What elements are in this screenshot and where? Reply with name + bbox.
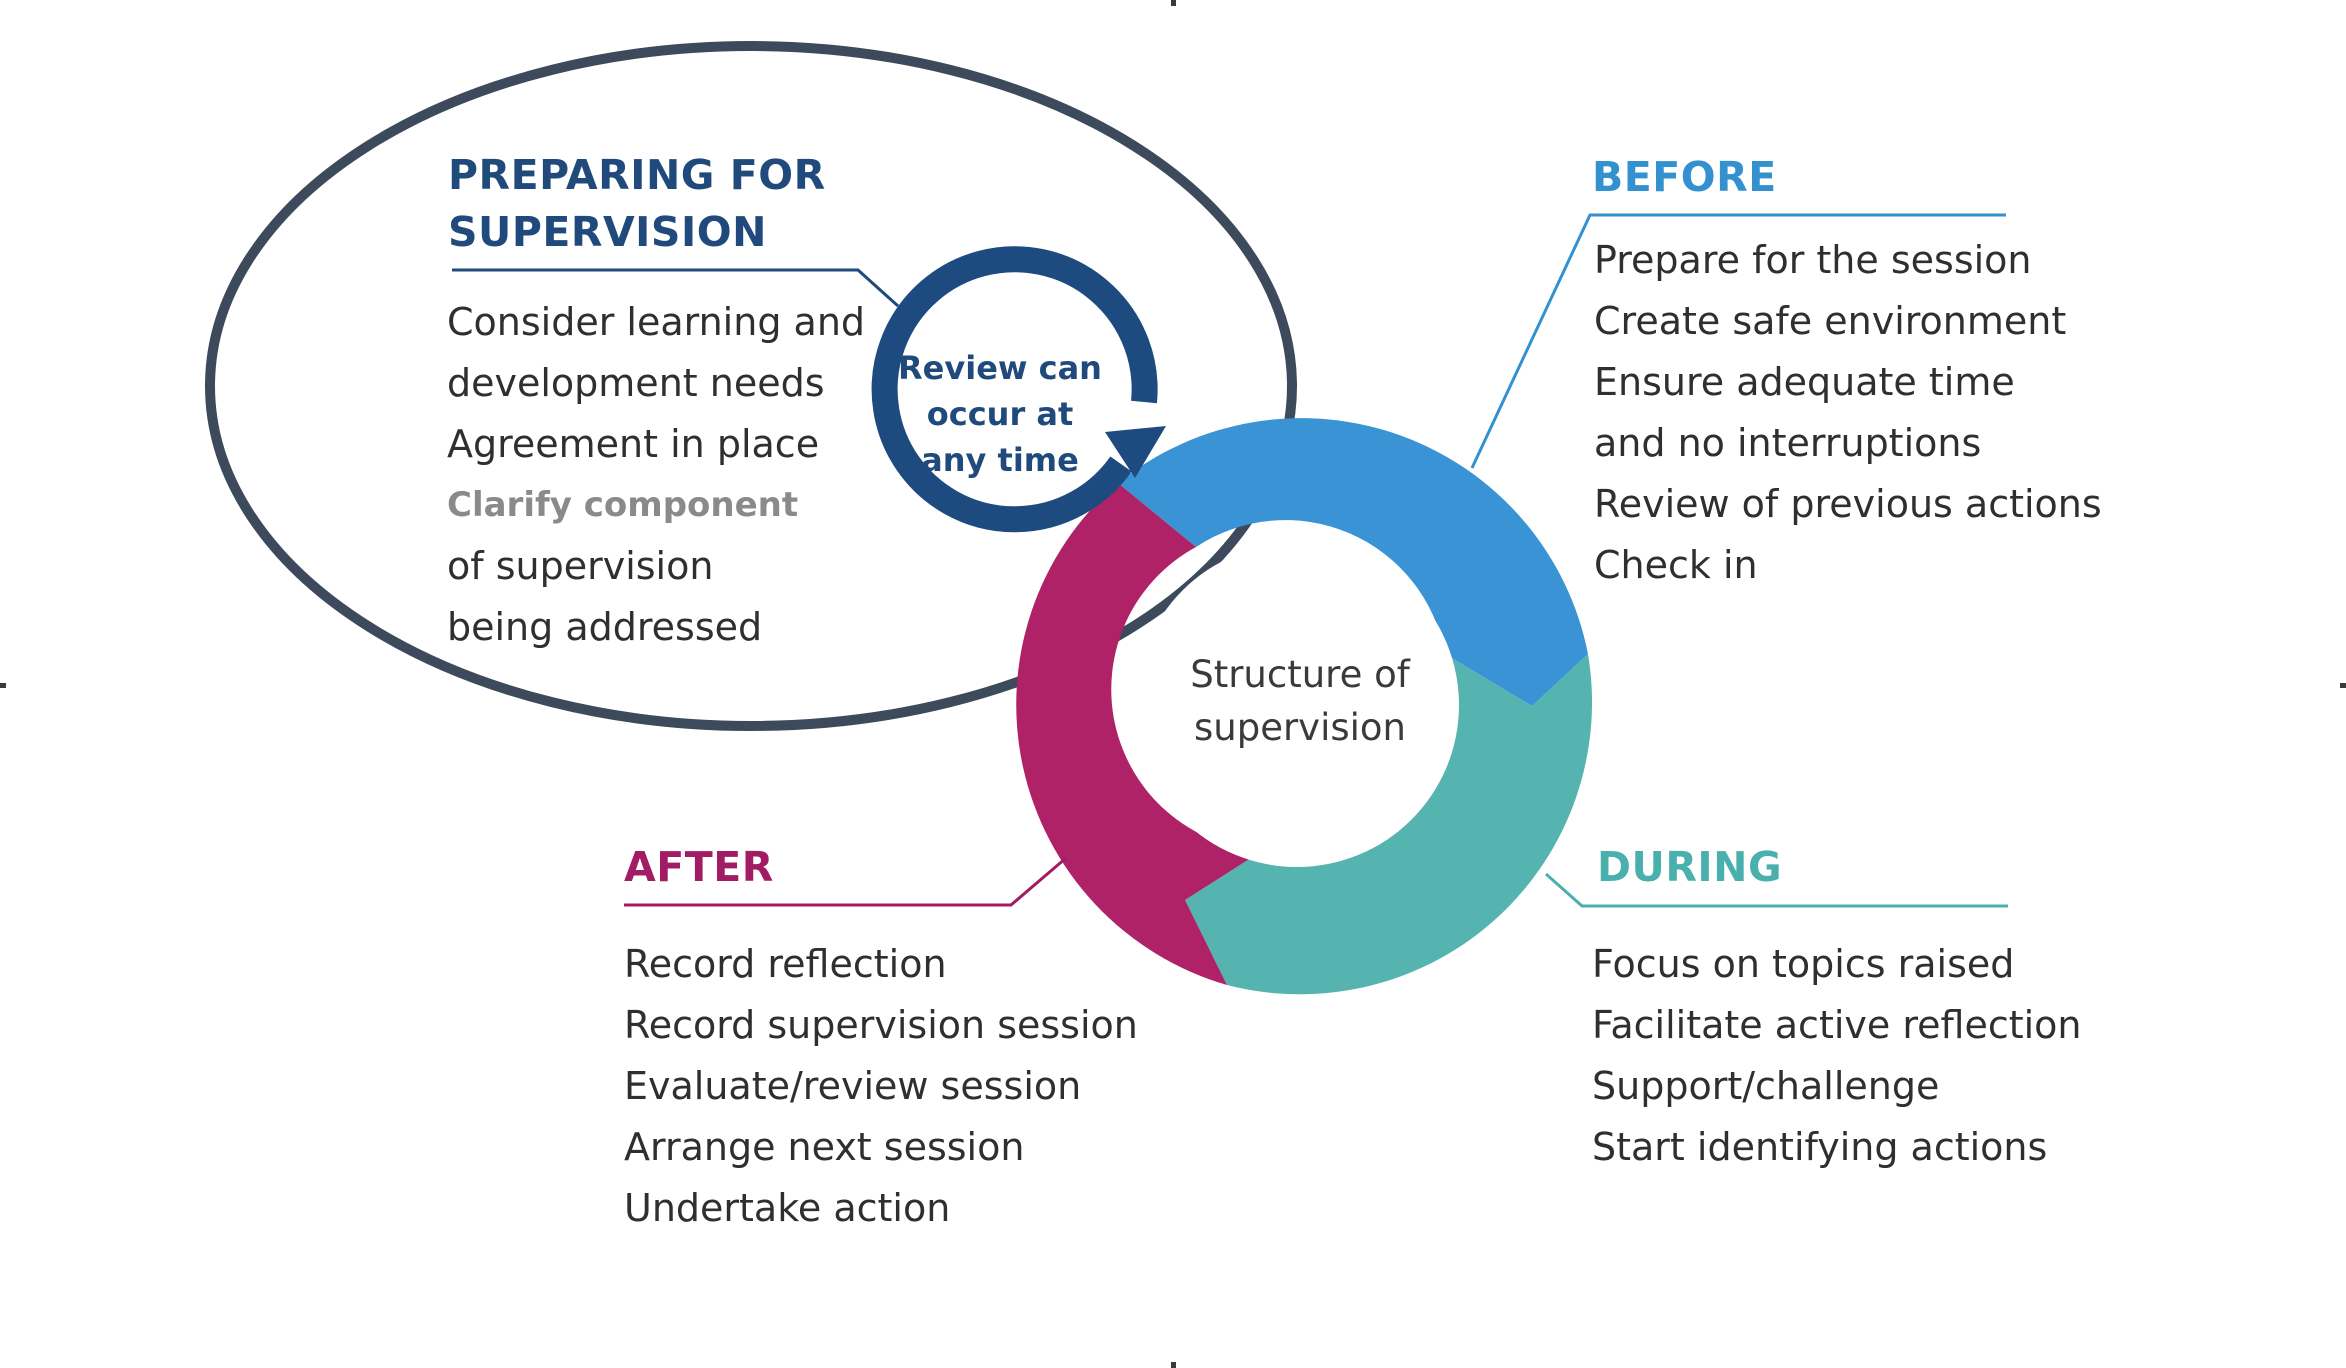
during-leader-line [1545, 872, 2008, 908]
list-item: Focus on topics raised [1592, 942, 2015, 986]
list-item: and no interruptions [1594, 421, 1982, 465]
before-list: Prepare for the session Create safe envi… [1594, 230, 2102, 596]
list-item: being addressed [447, 605, 763, 649]
list-item: Arrange next session [624, 1125, 1025, 1169]
before-leader-line [1470, 213, 2006, 469]
list-item: Evaluate/review session [624, 1064, 1082, 1108]
preparing-heading-line1: PREPARING FOR [448, 151, 826, 199]
edge-mark-bottom [1171, 1362, 1176, 1368]
during-heading: DURING [1597, 843, 1783, 891]
list-item: development needs [447, 361, 825, 405]
list-item: Consider learning and [447, 300, 866, 344]
preparing-heading: PREPARING FOR SUPERVISION [448, 147, 826, 261]
center-label: Structure of supervision [1150, 648, 1450, 754]
list-item: of supervision [447, 544, 714, 588]
list-item: Record reflection [624, 942, 947, 986]
edge-mark-top [1171, 0, 1176, 6]
after-heading: AFTER [624, 843, 774, 891]
list-item: Clarify component [447, 485, 799, 525]
after-list: Record reflection Record supervision ses… [624, 934, 1138, 1239]
list-item: Ensure adequate time [1594, 360, 2015, 404]
before-segment [1118, 418, 1588, 706]
edge-mark-right [2340, 683, 2346, 688]
preparing-list: Consider learning and development needs … [447, 292, 865, 658]
preparing-heading-line2: SUPERVISION [448, 208, 767, 256]
review-label-line2: occur at [926, 395, 1074, 433]
list-item: Check in [1594, 543, 1758, 587]
list-item: Review of previous actions [1594, 482, 2102, 526]
after-segment [1016, 483, 1262, 985]
list-item: Agreement in place [447, 422, 820, 466]
preparing-leader-line [452, 268, 900, 308]
center-label-line2: supervision [1193, 706, 1406, 749]
edge-mark-left [0, 683, 6, 688]
list-item: Facilitate active reflection [1592, 1003, 2082, 1047]
list-item: Record supervision session [624, 1003, 1138, 1047]
list-item: Support/challenge [1592, 1064, 1940, 1108]
list-item: Undertake action [624, 1186, 951, 1230]
review-label-line1: Review can [898, 349, 1102, 387]
review-label-line3: any time [921, 441, 1079, 479]
after-leader-line [624, 856, 1067, 907]
center-label-line1: Structure of [1190, 653, 1410, 696]
during-list: Focus on topics raised Facilitate active… [1592, 934, 2082, 1178]
list-item: Start identifying actions [1592, 1125, 2048, 1169]
before-heading: BEFORE [1592, 153, 1777, 201]
list-item: Create safe environment [1594, 299, 2067, 343]
preparing-ellipse [205, 41, 1297, 731]
list-item: Prepare for the session [1594, 238, 2032, 282]
cycle-donut [1016, 418, 1593, 995]
review-arrow-icon [871, 246, 1166, 533]
review-label: Review can occur at any time [880, 345, 1120, 483]
